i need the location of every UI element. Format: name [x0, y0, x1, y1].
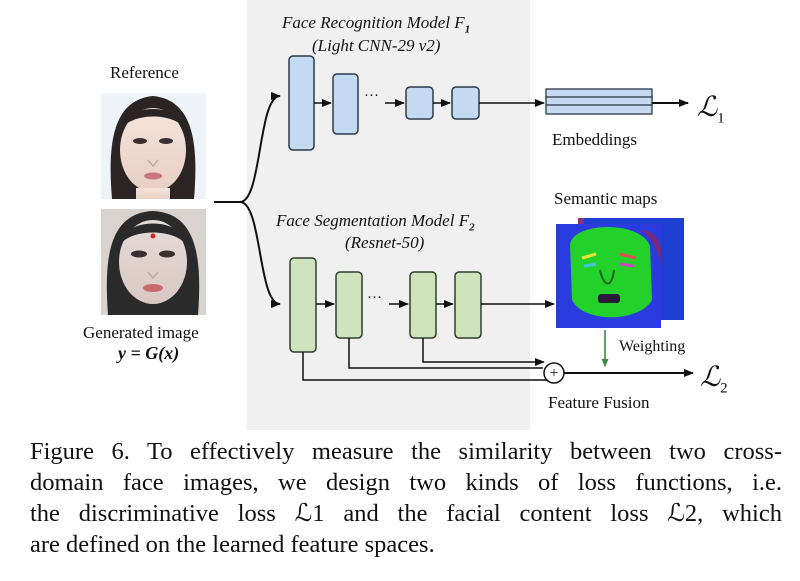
loss1-subscript: 1	[717, 110, 725, 127]
segmentation-model-title-text: Face Segmentation Model F	[276, 211, 470, 230]
figure-diagram: +	[101, 0, 694, 430]
embeddings-bars	[545, 88, 653, 115]
branch-arrow-recognition	[239, 92, 281, 203]
fusion-plus-node	[543, 362, 565, 384]
caption-line-4: are defined on the learned feature space…	[30, 531, 435, 558]
loss2-subscript: 2	[720, 380, 728, 397]
weighting-label: Weighting	[619, 338, 686, 355]
caption-line-3: the discriminative loss ℒ1 and the facia…	[30, 500, 782, 527]
feature-fusion-label: Feature Fusion	[548, 393, 650, 412]
segmentation-model-subscript: 2	[469, 221, 475, 234]
segmentation-model-architecture: (Resnet-50)	[345, 233, 425, 252]
segmentation-model-blocks	[289, 257, 482, 353]
reference-face-image	[101, 93, 206, 199]
semantic-maps-image	[556, 218, 684, 328]
reference-label: Reference	[110, 63, 179, 82]
recognition-ellipsis: ···	[364, 88, 379, 104]
figure-caption: Figure 6. To effectively measure the sim…	[30, 436, 782, 560]
embeddings-label: Embeddings	[552, 130, 637, 149]
figure: + Reference Generated image y = G(x) Fac…	[83, 0, 728, 430]
recognition-model-title: Face Recognition Model F1	[282, 13, 470, 35]
loss1-label: ℒ1	[697, 90, 725, 128]
segmentation-ellipsis: ···	[367, 290, 382, 306]
loss2-symbol: ℒ	[700, 362, 721, 393]
loss1-symbol: ℒ	[697, 92, 718, 123]
branch-arrow-segmentation	[239, 201, 281, 308]
skip-connection	[348, 338, 543, 369]
generated-face-image	[101, 209, 206, 315]
caption-line-1: Figure 6. To effectively measure the sim…	[30, 438, 782, 465]
fusion-plus-sign: +	[549, 365, 558, 382]
loss2-label: ℒ2	[700, 360, 728, 398]
recognition-model-blocks	[288, 55, 480, 151]
segmentation-model-title: Face Segmentation Model F2	[276, 211, 475, 233]
caption-line-2: domain face images, we design two kinds …	[30, 469, 782, 496]
generated-image-formula: y = G(x)	[118, 343, 180, 363]
recognition-model-subscript: 1	[464, 23, 471, 36]
skip-connection	[422, 338, 545, 366]
skip-connection	[302, 352, 549, 381]
recognition-model-title-text: Face Recognition Model F	[282, 13, 465, 32]
recognition-model-architecture: (Light CNN-29 v2)	[312, 36, 441, 55]
semantic-maps-label: Semantic maps	[554, 189, 658, 208]
generated-image-label: Generated image	[83, 323, 199, 342]
